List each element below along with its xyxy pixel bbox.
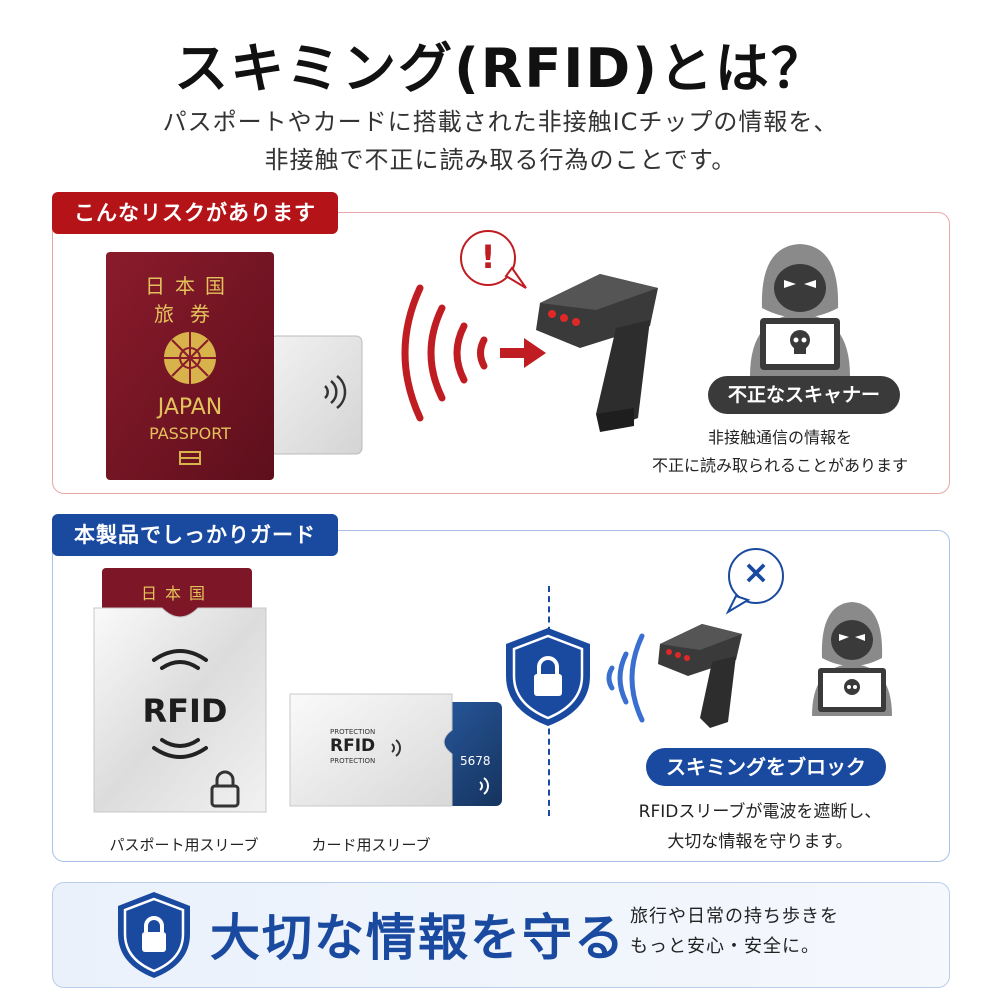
passport-country-text: 日本国 [145,274,235,298]
rfid-sleeve-text: RFID [142,692,228,730]
footer-banner [52,882,950,988]
footer-text-line-1: 旅行や日常の持ち歩きを [630,906,839,927]
card-sleeve-label: カード用スリーブ [311,836,431,854]
alert-icon: ! [480,238,496,276]
passport-sleeve-label: パスポート用スリーブ [109,836,259,854]
blocked-bubble [725,548,784,615]
guard-description-line-2: 大切な情報を守ります。 [667,832,853,852]
hacker-icon [750,244,850,376]
card-sleeve-protection-text-bottom: PROTECTION [330,757,376,765]
alert-bubble [460,230,527,289]
subtitle-line-2: 非接触で不正に読み取る行為のことです。 [264,146,737,174]
guard-tab-label: 本製品でしっかりガード [52,514,338,556]
rfid-card [269,335,363,455]
passport-type-text: 旅券 [154,302,226,326]
passport-japan-text: JAPAN [157,395,223,420]
block-x-icon: × [742,553,770,591]
unauthorized-scanner-badge: 不正なスキャナー [708,376,901,414]
scanner-blocked-icon [658,624,742,728]
passport-passport-text: PASSPORT [149,424,231,443]
footer-shield-lock-icon [118,892,190,978]
passport-sleeve-illustration [93,568,267,813]
card-number: 5678 [460,754,491,768]
footer-headline: 大切な情報を守る [210,909,626,967]
hacker-blocked-icon [812,602,892,716]
risk-tab-label: こんなリスクがあります [52,192,338,234]
shield-lock-icon [506,628,590,726]
blue-radio-waves-icon [606,633,645,723]
guard-description-line-1: RFIDスリーブが電波を遮断し、 [638,802,882,822]
passport-with-card-illustration [106,252,363,480]
card-sleeve-illustration [289,693,502,807]
risk-description-line-2: 不正に読み取られることがあります [651,456,908,475]
block-skimming-badge: スキミングをブロック [646,748,886,786]
page-title: スキミング(RFID)とは？ [174,37,827,100]
card-sleeve-protection-text-top: PROTECTION [330,728,376,736]
risk-description-line-1: 非接触通信の情報を [707,428,852,447]
subtitle-line-1: パスポートやカードに搭載された非接触ICチップの情報を、 [162,108,839,136]
footer-text-line-2: もっと安心・安全に。 [630,936,820,957]
radio-waves-icon [401,284,546,422]
sleeve-passport-text: 日本国 [140,584,213,603]
card-sleeve-rfid-text: RFID [330,736,376,756]
scanner-icon [536,274,658,432]
